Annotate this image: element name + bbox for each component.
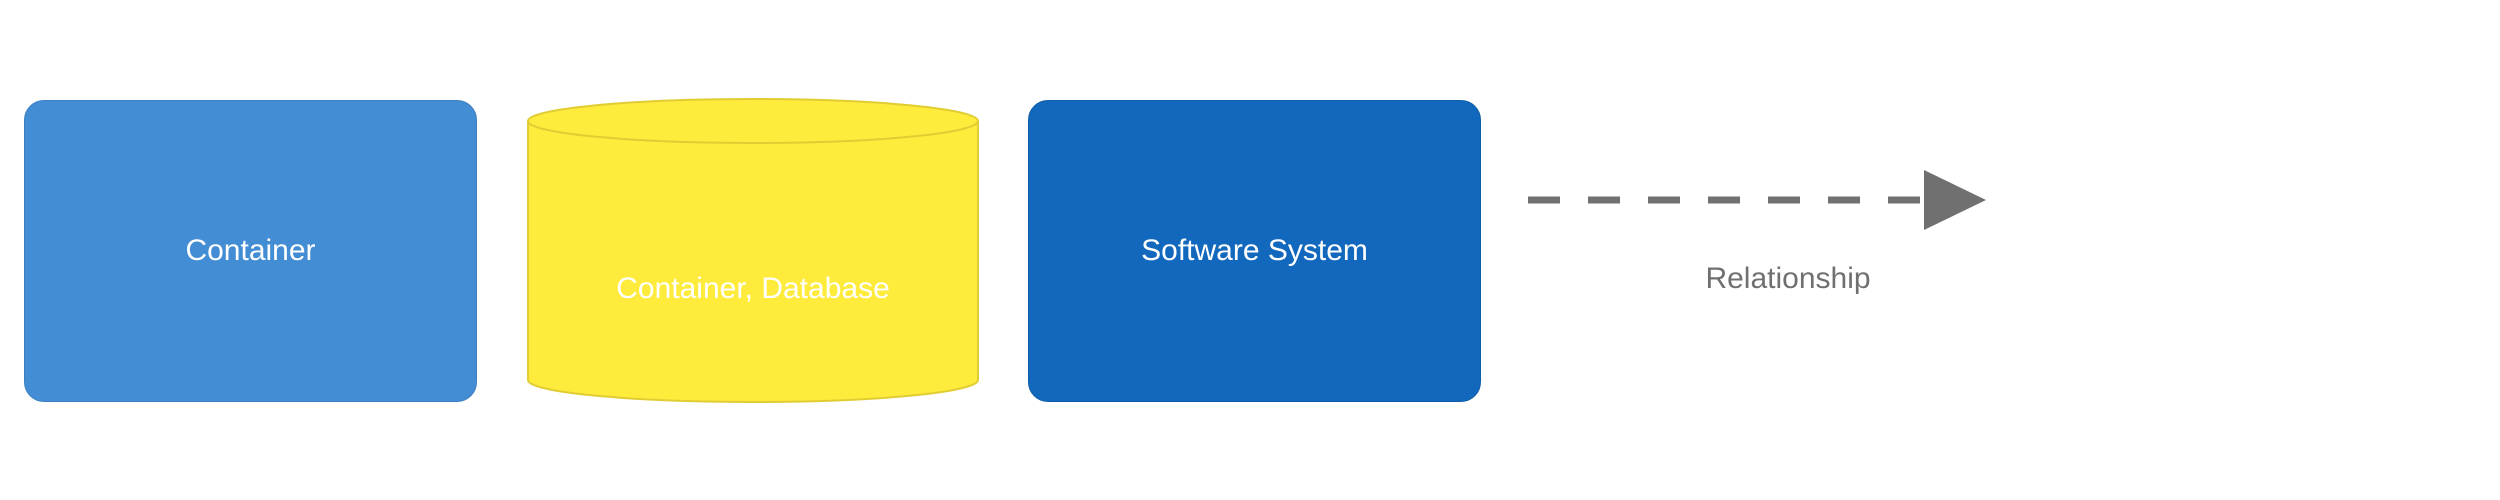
relationship-edge[interactable]: Relationship (1528, 166, 1988, 306)
database-node-label: Container, Database (616, 272, 890, 305)
container-node-label: Container (185, 234, 316, 267)
container-node[interactable]: Container (24, 100, 477, 402)
database-node[interactable]: Container, Database (526, 98, 980, 404)
relationship-arrowhead-icon (1924, 170, 1986, 230)
software-system-node-label: Software System (1141, 234, 1368, 267)
relationship-label: Relationship (1705, 262, 1871, 295)
software-system-node[interactable]: Software System (1028, 100, 1481, 402)
relationship-arrow (1528, 170, 1986, 230)
database-cylinder-shape (527, 98, 979, 403)
